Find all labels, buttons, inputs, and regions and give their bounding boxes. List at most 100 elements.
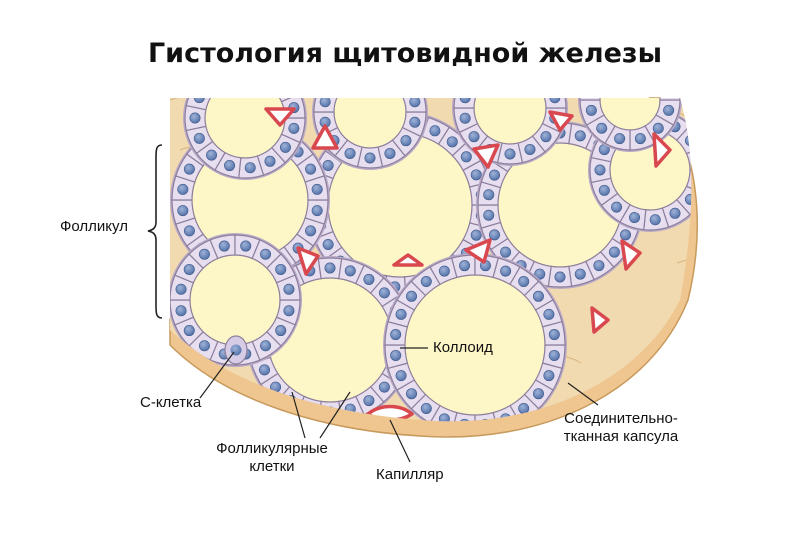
nucleus (363, 395, 375, 407)
nucleus (364, 152, 376, 164)
stroma-fiber (676, 259, 692, 268)
nucleus (329, 78, 339, 88)
label-follicular-cells: Фолликулярные клетки (206, 440, 338, 476)
follicular-cell (630, 50, 655, 74)
nucleus (597, 67, 607, 77)
nucleus (663, 84, 673, 94)
nucleus (395, 370, 407, 382)
nucleus (500, 246, 512, 258)
nucleus (489, 169, 501, 181)
capillary (264, 107, 296, 127)
nucleus (585, 104, 597, 116)
nucleus (400, 135, 412, 147)
nucleus (504, 148, 516, 160)
nucleus (322, 239, 334, 251)
nucleus (384, 147, 396, 159)
nucleus (206, 149, 218, 161)
nucleus (634, 133, 646, 145)
nucleus (385, 65, 395, 75)
nucleus (594, 164, 606, 176)
nucleus (198, 248, 210, 260)
follicular-cell (392, 68, 420, 96)
nucleus (322, 159, 334, 171)
follicular-cell (518, 53, 545, 79)
follicular-cell (450, 411, 476, 422)
nucleus (409, 98, 421, 108)
label-c-cell: С-клетка (140, 394, 202, 411)
nucleus (635, 56, 645, 66)
follicular-cell (185, 98, 214, 111)
nucleus (189, 112, 201, 124)
nucleus (275, 325, 287, 337)
nucleus (429, 125, 441, 137)
nucleus (548, 329, 560, 341)
nucleus (598, 184, 610, 196)
nucleus (206, 76, 216, 86)
nucleus (586, 84, 596, 94)
nucleus (505, 57, 515, 67)
nucleus (279, 141, 291, 153)
follicular-cell (532, 64, 560, 92)
nucleus (175, 283, 187, 295)
follicular-cell (498, 52, 523, 73)
nucleus (532, 388, 544, 400)
follicular-cell (645, 57, 673, 85)
follicular-cell (460, 64, 488, 92)
follicular-cell (685, 144, 692, 171)
nucleus (218, 240, 230, 252)
nucleus (324, 262, 336, 274)
nucleus (260, 248, 272, 260)
follicular-cell (257, 61, 285, 88)
nucleus (193, 132, 205, 144)
follicle (452, 52, 568, 166)
nucleus (406, 290, 418, 302)
nucleus (470, 229, 482, 241)
follicular-cell (378, 57, 405, 83)
nucleus (469, 74, 479, 84)
nucleus (649, 214, 661, 226)
nucleus (305, 225, 317, 237)
follicular-cell (453, 98, 479, 109)
pointer-follicular-2 (319, 391, 351, 439)
nucleus (175, 305, 187, 317)
pointer-follicular-1 (291, 391, 306, 439)
label-colloid: Коллоид (433, 339, 493, 356)
follicle (312, 57, 428, 170)
nucleus (549, 98, 561, 104)
nucleus (344, 265, 356, 277)
follicle-bracket (147, 144, 163, 319)
capillary (464, 238, 492, 264)
nucleus (224, 65, 234, 75)
nucleus (305, 163, 317, 175)
nucleus (518, 402, 530, 414)
nucleus (183, 263, 195, 275)
nucleus (280, 83, 290, 93)
follicle (183, 58, 307, 180)
nucleus (541, 74, 551, 84)
nucleus (684, 193, 692, 205)
nucleus (554, 271, 566, 283)
page-title: Гистология щитовидной железы (147, 38, 663, 69)
nucleus (409, 116, 421, 128)
label-follicular-cells-line1: Фолликулярные (216, 440, 328, 457)
nucleus (193, 98, 205, 104)
nucleus (574, 268, 586, 280)
follicle (383, 253, 567, 422)
nucleus (459, 112, 471, 124)
nucleus (611, 201, 623, 213)
capillary (296, 246, 320, 276)
nucleus (395, 308, 407, 320)
nucleus (311, 183, 323, 195)
nucleus (288, 122, 300, 134)
nucleus (652, 122, 664, 134)
nucleus (406, 388, 418, 400)
follicular-cell (239, 58, 264, 80)
nucleus (694, 175, 704, 185)
nucleus (390, 329, 402, 341)
pointer-capillary (389, 419, 411, 463)
nucleus (177, 183, 189, 195)
nucleus (244, 162, 256, 174)
nucleus (548, 349, 560, 361)
label-capsule-line2: тканная капсула (563, 428, 679, 445)
nucleus (363, 273, 375, 285)
